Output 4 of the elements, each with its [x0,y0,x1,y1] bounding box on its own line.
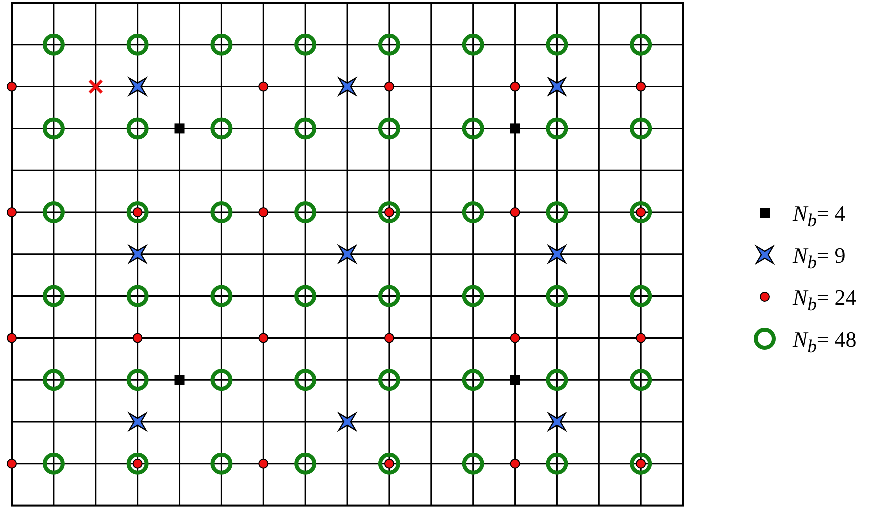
legend-label: N$_{b}$= 24 [793,285,857,316]
legend-label: N$_{b}$= 4 [793,201,846,232]
legend-label: N$_{b}$= 48 [793,327,857,358]
legend-label: N$_{b}$= 9 [793,243,846,274]
